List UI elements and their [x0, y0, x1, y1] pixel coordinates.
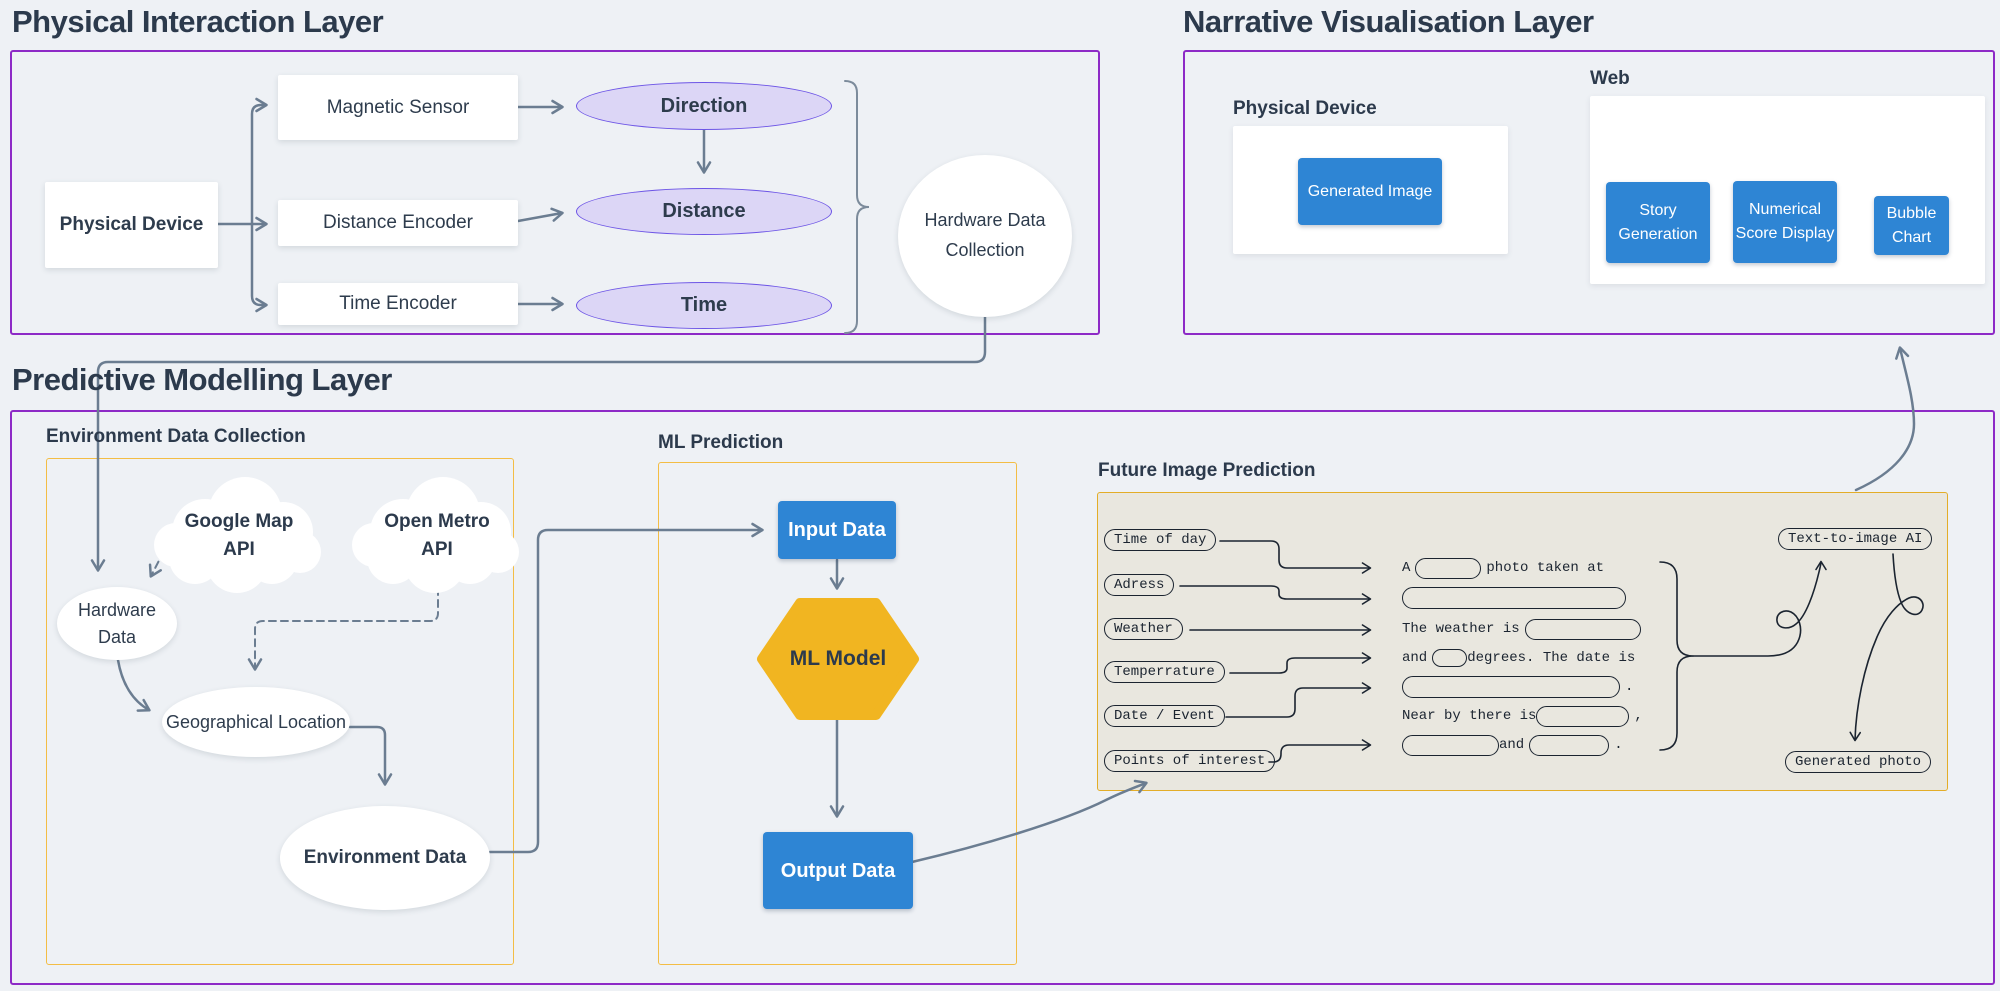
physical-layer-title: Physical Interaction Layer [12, 4, 384, 39]
environment-section-frame [46, 458, 514, 965]
template-blank [1415, 557, 1482, 579]
node-direction: Direction [576, 82, 832, 130]
template-brace [1659, 561, 1694, 751]
button-story-generation[interactable]: Story Generation [1606, 182, 1710, 263]
environment-section-label: Environment Data Collection [46, 426, 306, 447]
predictive-layer-frame [10, 410, 1995, 985]
pill-adress: Adress [1104, 574, 1175, 596]
template-blank [1524, 618, 1641, 640]
ml-section-label: ML Prediction [658, 432, 784, 453]
node-open-metro-api: Open Metro API [384, 511, 490, 560]
connector-hardware-to-geo [116, 658, 151, 712]
template-text: degrees. The date is [1467, 650, 1636, 666]
template-text: and [1499, 737, 1525, 753]
template-text: A [1402, 560, 1411, 576]
wire-date-event [1225, 682, 1372, 718]
node-input-data: Input Data [778, 501, 896, 559]
pill-time-of-day: Time of day [1104, 529, 1217, 551]
wire-ai-to-generated-photo [1849, 553, 1924, 742]
template-blank [1402, 676, 1620, 698]
future-image-prediction-panel [1097, 492, 1948, 791]
cloud-shape-open-metro-api [352, 477, 519, 593]
node-physical-device: Physical Device [45, 182, 218, 268]
connector-distance-encoder-to-distance [516, 207, 564, 223]
node-geographical-location: Geographical Location [162, 687, 350, 757]
wire-points-of-interest [1268, 739, 1372, 763]
template-blank [1536, 705, 1630, 727]
template-line-3: The weather is [1402, 616, 1646, 642]
template-text: photo taken at [1486, 560, 1605, 576]
node-time: Time [576, 282, 832, 329]
narrative-device-label: Physical Device [1233, 98, 1377, 119]
connector-openmetro-to-geo-dashed [247, 587, 439, 671]
narrative-web-label: Web [1590, 68, 1630, 89]
template-text: and [1402, 650, 1428, 666]
signals-brace [844, 80, 870, 334]
template-blank [1432, 649, 1468, 667]
physical-layer-frame [10, 50, 1100, 335]
button-numerical-score-display[interactable]: Numerical Score Display [1733, 181, 1837, 263]
wire-adress [1179, 585, 1372, 605]
connector-collection-to-hardware-data [90, 315, 987, 572]
node-environment-data: Environment Data [280, 806, 490, 910]
template-text: . [1625, 679, 1634, 695]
connector-output-to-future [910, 779, 1148, 864]
pill-temperature: Temperrature [1104, 661, 1225, 683]
pill-points-of-interest: Points of interest [1104, 750, 1276, 772]
pill-generated-photo: Generated photo [1785, 751, 1932, 773]
node-hardware-data: Hardware Data [57, 587, 177, 660]
template-text: The weather is [1402, 621, 1520, 637]
ml-section-frame [658, 462, 1017, 965]
button-bubble-chart[interactable]: Bubble Chart [1874, 196, 1949, 255]
connector-envdata-to-input [488, 522, 764, 854]
predictive-layer-title: Predictive Modelling Layer [12, 362, 392, 397]
narrative-layer-frame [1183, 50, 1995, 335]
template-text: . [1614, 737, 1623, 753]
connector-geo-to-envdata [348, 725, 393, 786]
template-text: Near by there is [1402, 708, 1537, 724]
pill-weather: Weather [1104, 618, 1183, 640]
template-line-7: and. [1402, 732, 1623, 758]
pill-text-to-image-ai: Text-to-image AI [1778, 528, 1933, 550]
template-line-4: and degrees. The date is [1402, 645, 1635, 671]
narrative-layer-title: Narrative Visualisation Layer [1183, 4, 1594, 39]
template-blank [1402, 734, 1499, 756]
template-line-6: Near by there is, [1402, 703, 1643, 729]
cloud-shape-google-map-api [154, 477, 321, 593]
button-generated-image[interactable]: Generated Image [1298, 158, 1442, 225]
wire-temperature [1229, 652, 1372, 674]
connector-device-to-time-encoder [250, 222, 268, 313]
template-line-5: . [1402, 674, 1633, 700]
node-google-map-api: Google Map API [184, 511, 294, 560]
template-line-2 [1402, 585, 1631, 611]
template-text: , [1634, 708, 1643, 724]
node-distance-encoder: Distance Encoder [278, 200, 518, 246]
node-hardware-data-collection: Hardware Data Collection [898, 155, 1072, 317]
connector-device-to-magnetic-sensor [250, 97, 268, 226]
connector-future-to-narrative [1854, 346, 1916, 492]
template-blank [1529, 734, 1610, 756]
wire-timeofday [1219, 540, 1372, 574]
wire-template-to-ai [1692, 560, 1827, 657]
pill-date-event: Date / Event [1104, 705, 1225, 727]
ml-model-hexagon [757, 598, 919, 720]
node-time-encoder: Time Encoder [278, 283, 518, 325]
future-section-label: Future Image Prediction [1098, 460, 1316, 481]
template-blank [1402, 587, 1626, 609]
node-distance: Distance [576, 188, 832, 235]
node-magnetic-sensor: Magnetic Sensor [278, 75, 518, 140]
node-output-data: Output Data [763, 832, 913, 909]
node-ml-model: ML Model [789, 647, 887, 670]
